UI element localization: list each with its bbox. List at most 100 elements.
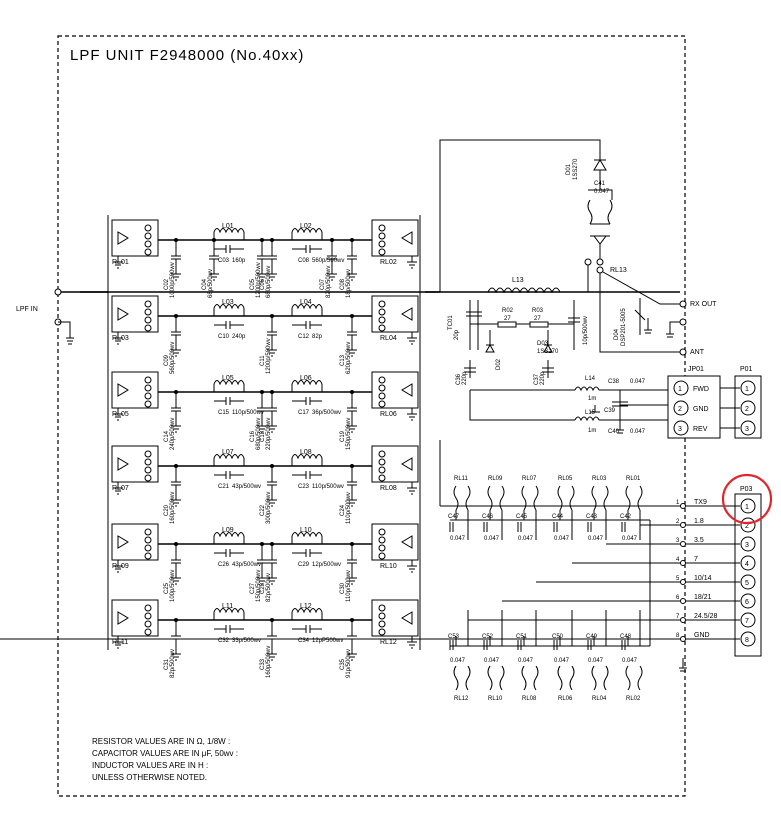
- bank-cap-value: 0.047: [518, 536, 534, 542]
- jp01-pin-label: REV: [693, 426, 708, 433]
- shunt-cap-value: 240p/500wv: [170, 418, 176, 450]
- shunt-cap-label: C25: [164, 582, 170, 594]
- p01-label: P01: [740, 366, 753, 373]
- bank-cap-label: C50: [552, 634, 564, 640]
- p01-pin-number: 3: [745, 426, 749, 433]
- mid-cap-1-value: 43p/500wv: [232, 562, 261, 568]
- band-pin-number: 2: [676, 519, 680, 525]
- mid-cap-2-value: 560p/500wv: [312, 258, 344, 264]
- relay-rl08-diode-icon: [401, 457, 413, 471]
- ant-label: ANT: [690, 349, 705, 356]
- relay-rl03: RL03: [111, 295, 159, 345]
- inductor-l04: [291, 304, 323, 310]
- c41-value: 0.047: [594, 189, 610, 195]
- l07-label: L07: [222, 449, 234, 456]
- p03-pin-number: 1: [745, 504, 749, 511]
- relay-rl11: RL11: [111, 599, 159, 649]
- bank-relay-label: RL04: [592, 696, 607, 702]
- d03-value: 1SS270: [537, 349, 559, 355]
- diode-d01: [588, 159, 613, 200]
- l12-label: L12: [300, 603, 312, 610]
- d03-label: D03: [537, 341, 549, 347]
- shunt-cap-label: C33: [260, 658, 266, 670]
- l13-label: L13: [512, 277, 524, 284]
- inductor-l06: [291, 380, 323, 386]
- inductor-l08: [291, 454, 323, 460]
- shunt-cap-value: 82p/500wv: [266, 573, 272, 602]
- relay-rl04-diode-icon: [401, 307, 413, 321]
- mid-cap-1-value: 33p/500wv: [232, 638, 261, 644]
- shunt-cap-label: C13: [340, 354, 346, 366]
- mid-cap-2-value: 110p/500wv: [312, 484, 344, 490]
- p03-label: P03: [740, 486, 753, 493]
- shunt-cap-value: 110p/500wv: [346, 570, 352, 602]
- relay-coil-rl13: [587, 199, 613, 225]
- mid-cap-2-label: C23: [298, 484, 310, 490]
- shunt-cap: [267, 240, 277, 268]
- shunt-cap-value: 560p/500wv: [170, 342, 176, 374]
- bank-cap-value: 0.047: [554, 658, 570, 664]
- diode-d04: [634, 298, 646, 335]
- bank-cap-value: 0.047: [484, 658, 500, 664]
- mid-cap-2-value: 82p: [312, 334, 323, 340]
- shunt-cap: [267, 466, 277, 494]
- ant-terminal: [679, 348, 687, 356]
- jp01-label: JP01: [688, 366, 704, 373]
- relay-rl08-label: RL08: [380, 485, 397, 492]
- shunt-cap-label: C06: [260, 278, 266, 290]
- jp01-pin: [673, 400, 689, 416]
- shunt-cap: [257, 544, 267, 572]
- notes: RESISTOR VALUES ARE IN Ω, 1/8W : CAPACIT…: [92, 737, 238, 782]
- diode-d02: [485, 330, 495, 353]
- relay-rl06: RL06: [371, 371, 419, 421]
- mid-cap-2-label: C08: [298, 258, 310, 264]
- shunt-cap-label: C27: [250, 582, 256, 594]
- c37-label: C37: [534, 373, 540, 385]
- inductor-l12: [291, 608, 323, 614]
- shunt-cap: [347, 240, 357, 268]
- directional-coupler: L13 R02 27 R03 27 TC01 20p D02 D03 1SS27…: [425, 277, 680, 435]
- relay-rl10: RL10: [371, 523, 419, 573]
- mid-cap-1-label: C26: [218, 562, 230, 568]
- relay-rl06-diode-icon: [401, 383, 413, 397]
- shunt-cap: [171, 620, 181, 648]
- jp01-pin-number: 2: [678, 406, 682, 413]
- band-label: TX9: [694, 499, 707, 506]
- c37-value: 220p: [540, 371, 546, 385]
- rx-out-label: RX OUT: [690, 301, 717, 308]
- c41-label: C41: [594, 181, 606, 187]
- bank-relay-label: RL12: [454, 696, 469, 702]
- band-label: 3.5: [694, 537, 704, 544]
- l02-label: L02: [300, 223, 312, 230]
- inductor-l15: [574, 416, 600, 422]
- shunt-cap-label: C35: [340, 658, 346, 670]
- bank-cap-label: C52: [482, 634, 494, 640]
- band-pin-number: 4: [676, 557, 680, 563]
- shunt-cap-value: 160p/500wv: [266, 646, 272, 678]
- relay-rl02-diode-icon: [401, 231, 413, 245]
- mid-cap-1-value: 160p: [232, 258, 246, 264]
- bank-cap-label: C47: [448, 514, 460, 520]
- shunt-cap-label: C18: [260, 430, 266, 442]
- mid-cap-1-label: C32: [218, 638, 230, 644]
- shunt-cap-label: C11: [260, 355, 266, 366]
- band-label: GND: [694, 632, 710, 639]
- shunt-cap: [171, 466, 181, 494]
- mid-cap-1-label: C03: [218, 258, 230, 264]
- mid-cap-2-label: C29: [298, 562, 310, 568]
- relay-rl09: RL09: [111, 523, 159, 573]
- resistor-r02: [497, 321, 517, 328]
- l06-label: L06: [300, 375, 312, 382]
- relay-rl05: RL05: [111, 371, 159, 421]
- p03-pin: [740, 612, 756, 628]
- resistor-r03: [529, 321, 549, 328]
- shunt-cap-value: 91p/500wv: [346, 649, 352, 678]
